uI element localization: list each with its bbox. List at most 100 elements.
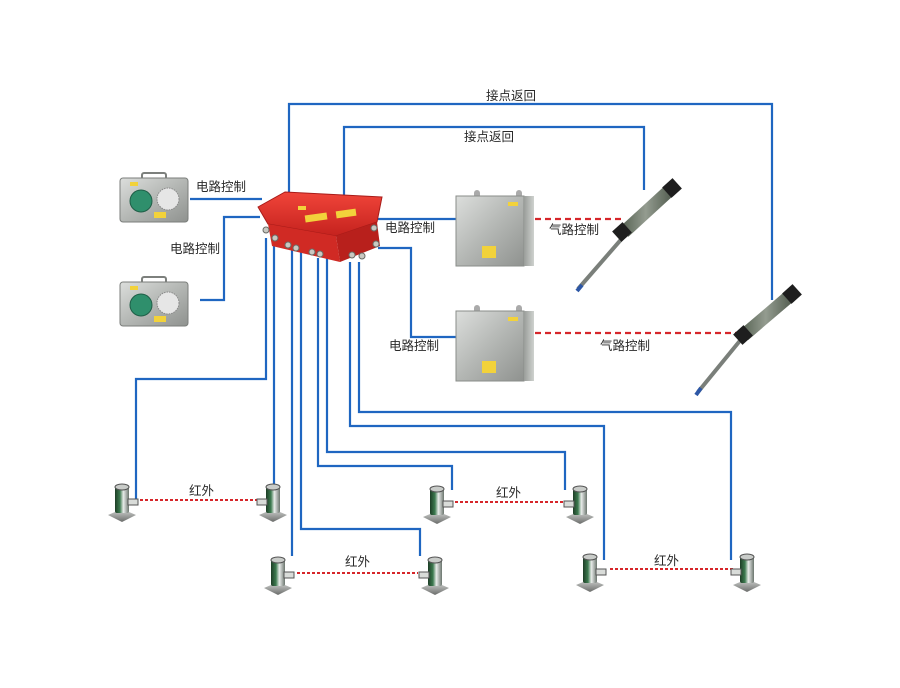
warning-plate [130, 286, 138, 290]
valve-cabinet-2 [455, 305, 534, 382]
cable-gland [262, 226, 270, 234]
sensor-emitter [595, 568, 607, 576]
valve-cabinet-1 [455, 190, 534, 267]
alarm-lamp-icon [129, 189, 153, 213]
infrared-sensor [108, 483, 139, 522]
sensor-emitter [418, 571, 430, 579]
warning-plate [154, 316, 166, 322]
junction-box [257, 191, 383, 262]
sensor-body [271, 560, 285, 586]
wire-sensor-a1 [134, 238, 268, 500]
label-contact-return-inner: 接点返回 [464, 129, 514, 144]
cylinder-barrel [739, 289, 797, 340]
cylinder-barrel [619, 183, 677, 237]
warning-plate [298, 206, 306, 210]
cable-gland [370, 224, 378, 232]
cabinet-side [524, 196, 534, 266]
wire-sensor-d2 [357, 262, 733, 560]
cylinder-barrel-shade [619, 183, 677, 237]
wire-valve-cabinet-2 [378, 246, 458, 339]
warning-plate [335, 208, 357, 219]
warning-plate [482, 361, 496, 373]
alarm-unit-2 [119, 276, 189, 327]
infrared-sensors [108, 483, 761, 595]
label-air-control-1: 气路控制 [549, 222, 599, 237]
cylinder-end-cap [612, 222, 632, 242]
air-control-links [535, 217, 742, 335]
sensor-body [583, 557, 597, 583]
labels: 接点返回 接点返回 电路控制 电路控制 电路控制 电路控制 气路控制 气路控制 … [170, 88, 680, 569]
label-circuit-control-1: 电路控制 [196, 179, 246, 194]
sensor-base [108, 509, 136, 522]
speaker-grille-icon [156, 291, 180, 315]
cable-gland [308, 248, 316, 256]
infrared-sensor [563, 485, 594, 524]
label-air-control-2: 气路控制 [600, 338, 650, 353]
label-contact-return-outer: 接点返回 [486, 88, 536, 103]
sensor-body [740, 557, 754, 583]
cable-gland [316, 250, 324, 258]
sensor-body [266, 487, 280, 513]
sensor-top [270, 556, 286, 564]
sensor-top [427, 556, 443, 564]
sensor-top [582, 553, 598, 561]
speaker-grille-icon [156, 187, 180, 211]
wire-sensor-c1 [316, 258, 454, 490]
sensor-base [421, 582, 449, 595]
infrared-sensor [576, 553, 607, 592]
label-circuit-control-4: 电路控制 [389, 338, 439, 353]
cable-glands [262, 224, 380, 260]
sensor-top [572, 485, 588, 493]
infrared-beams [140, 499, 733, 574]
label-infrared-2: 红外 [345, 554, 371, 569]
sensor-emitter [283, 571, 295, 579]
sensor-emitter [256, 498, 268, 506]
sensor-emitter [127, 498, 139, 506]
cylinder-rod-tip [694, 386, 703, 397]
label-circuit-control-3: 电路控制 [385, 220, 435, 235]
sensor-emitter [442, 500, 454, 508]
cable-gland [348, 251, 356, 259]
sensor-emitter [563, 500, 575, 508]
sensor-body [573, 489, 587, 515]
infrared-sensor [423, 485, 454, 524]
sensor-top [739, 553, 755, 561]
cylinder-end-cap [733, 325, 753, 345]
sensor-base [576, 579, 604, 592]
warning-plate [508, 317, 518, 321]
cable-gland [284, 241, 292, 249]
wire-contact-return-outer [287, 102, 774, 300]
sensor-body [428, 560, 442, 586]
sensor-top [429, 485, 445, 493]
cylinder-rod [696, 335, 745, 394]
sensor-top [265, 483, 281, 491]
sensor-base [423, 511, 451, 524]
sensor-top [114, 483, 130, 491]
cylinder-rod-tip [575, 283, 584, 293]
cable-gland [271, 234, 279, 242]
sensor-base [566, 511, 594, 524]
label-infrared-1: 红外 [189, 483, 215, 498]
cable-gland [372, 240, 380, 248]
air-cylinder-2 [694, 284, 802, 397]
infrared-sensor [264, 556, 295, 595]
cable-gland [358, 252, 366, 260]
wire-alarm-2 [200, 215, 260, 302]
warning-plate [508, 202, 518, 206]
alarm-lamp-icon [129, 293, 153, 317]
sensor-base [264, 582, 292, 595]
cabinet-side [524, 311, 534, 381]
alarm-unit-1 [119, 172, 189, 223]
cylinder-rod [576, 233, 627, 291]
sensor-body [430, 489, 444, 515]
label-infrared-4: 红外 [654, 553, 680, 568]
cable-gland [292, 244, 300, 252]
warning-plate [304, 212, 328, 223]
signal-wiring [134, 102, 774, 560]
wire-sensor-c2 [325, 258, 567, 490]
cylinder-end-cap [782, 284, 802, 304]
infrared-sensor [418, 556, 449, 595]
wire-sensor-b2 [299, 250, 422, 556]
air-cylinder-1 [575, 178, 682, 293]
warning-plate [154, 212, 166, 218]
